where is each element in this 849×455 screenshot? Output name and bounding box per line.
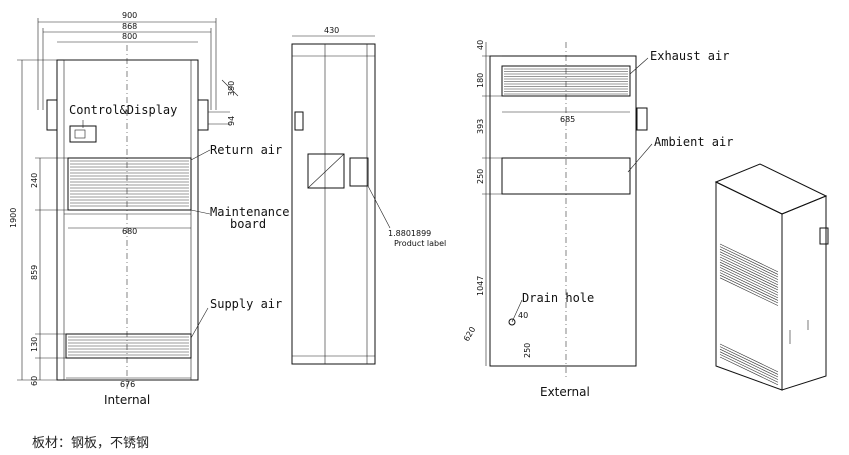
dim-250-bottom: 250 bbox=[523, 343, 532, 358]
label-drain-hole: Drain hole bbox=[522, 291, 594, 305]
dim-1047: 1047 bbox=[476, 276, 485, 296]
dim-680: 680 bbox=[122, 227, 137, 236]
label-exhaust-air: Exhaust air bbox=[650, 49, 729, 63]
dim-900: 900 bbox=[122, 11, 137, 20]
iso-bottom-grille-slat bbox=[719, 351, 779, 380]
dim-60: 60 bbox=[30, 376, 39, 386]
dim-40-drain: 40 bbox=[518, 311, 528, 320]
dim-130: 130 bbox=[30, 337, 39, 352]
label-control-display: Control&Display bbox=[69, 103, 177, 117]
label-board: board bbox=[230, 217, 266, 231]
drain-hole bbox=[508, 318, 516, 326]
iso-front-grille-slat bbox=[719, 256, 779, 286]
dim-685: 685 bbox=[560, 115, 575, 124]
isometric-cabinet-view bbox=[714, 163, 829, 391]
label-ambient-air: Ambient air bbox=[654, 135, 733, 149]
maintenance-board bbox=[307, 153, 345, 189]
exhaust-grille bbox=[501, 65, 631, 97]
dim-393: 393 bbox=[476, 119, 485, 134]
iso-front-grille-slat bbox=[719, 243, 779, 273]
external-view: 685 40 180 393 250 1047 620 250 40 Exhau… bbox=[462, 40, 734, 399]
iso-front-grille-slat bbox=[719, 251, 779, 280]
internal-view: 900 868 800 1900 240 859 130 60 390 94 6… bbox=[9, 11, 289, 407]
caption-internal: Internal bbox=[104, 393, 150, 407]
label-return-air: Return air bbox=[210, 143, 282, 157]
iso-bottom-grille-slat bbox=[719, 348, 779, 378]
caption-external: External bbox=[540, 385, 590, 399]
dim-180: 180 bbox=[476, 73, 485, 88]
ambient-air-intake bbox=[501, 157, 631, 195]
iso-bottom-grille-slat bbox=[719, 346, 779, 375]
iso-front-grille-slat bbox=[719, 267, 779, 296]
dim-94: 94 bbox=[227, 116, 236, 126]
dim-40-top: 40 bbox=[476, 40, 485, 50]
label-product-label: Product label bbox=[394, 239, 446, 248]
return-air-grille bbox=[67, 157, 192, 211]
material-footnote: 板材：钢板，不锈钢 bbox=[32, 436, 150, 451]
dim-390: 390 bbox=[227, 81, 236, 96]
iso-bottom-grille-slat bbox=[719, 356, 779, 386]
iso-front-grille-slat bbox=[719, 272, 779, 301]
dim-430: 430 bbox=[324, 26, 339, 35]
label-serial: 1.8801899 bbox=[388, 229, 431, 238]
side-view: 430 1.8801899 Product label bbox=[291, 26, 446, 365]
dim-250-mid: 250 bbox=[476, 169, 485, 184]
product-label bbox=[349, 157, 369, 187]
iso-front-grille-slat bbox=[719, 264, 779, 293]
control-display-panel bbox=[69, 125, 97, 143]
iso-front-grille-slat bbox=[719, 246, 779, 275]
supply-air-grille bbox=[65, 333, 192, 359]
iso-front-grille-slat bbox=[719, 277, 779, 306]
label-maintenance: Maintenance bbox=[210, 205, 289, 219]
iso-bottom-grille-slat bbox=[719, 354, 779, 383]
iso-bottom-grille-slat bbox=[719, 343, 779, 373]
iso-front-grille-slat bbox=[719, 248, 779, 278]
dim-868: 868 bbox=[122, 22, 137, 31]
iso-front-grille-slat bbox=[719, 269, 779, 299]
dim-1900: 1900 bbox=[9, 208, 18, 228]
dim-859: 859 bbox=[30, 265, 39, 280]
dim-676: 676 bbox=[120, 380, 135, 389]
iso-front-grille-slat bbox=[719, 259, 779, 288]
dim-800: 800 bbox=[122, 32, 137, 41]
label-supply-air: Supply air bbox=[210, 297, 282, 311]
iso-front-grille-slat bbox=[719, 254, 779, 283]
dim-240: 240 bbox=[30, 173, 39, 188]
iso-front-grille-slat bbox=[719, 274, 779, 304]
dim-620: 620 bbox=[462, 325, 477, 343]
iso-front-grille-slat bbox=[719, 261, 779, 291]
